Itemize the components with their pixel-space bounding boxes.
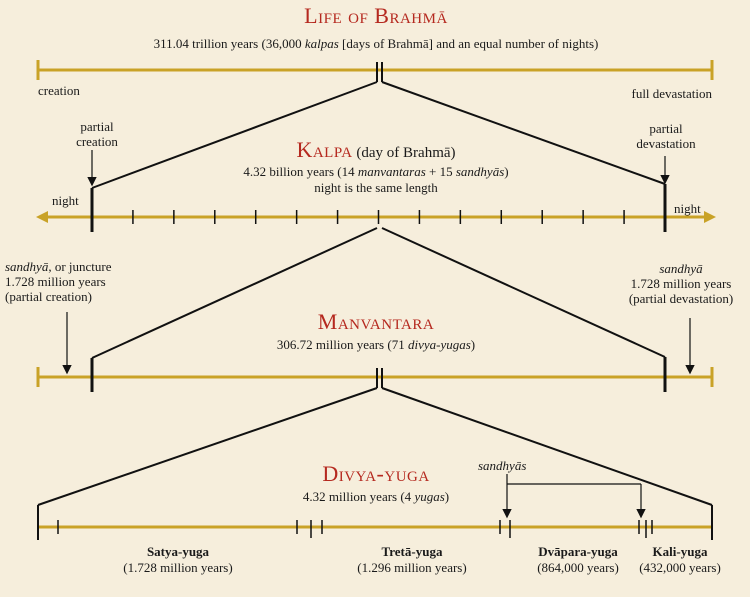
sandhyas-bracket xyxy=(502,474,646,519)
kalpa-title: Kalpa xyxy=(296,137,353,162)
satya-yuga-label: Satya-yuga (1.728 million years) xyxy=(123,544,233,575)
life-of-brahma-subtitle: 311.04 trillion years (36,000 kalpas [da… xyxy=(153,36,599,51)
manvantara-subtitle: 306.72 million years (71 divya-yugas) xyxy=(276,337,476,352)
divya-yuga-title: Divya-yuga xyxy=(322,461,430,486)
night-right-label: night xyxy=(674,201,701,216)
night-left-label: night xyxy=(52,193,79,208)
sandhya-right-note: sandhyā 1.728 million years (partial dev… xyxy=(628,261,734,306)
zoom-lines-manvantara xyxy=(91,227,666,359)
sandhya-left-note: sandhyā, or juncture 1.728 million years… xyxy=(5,259,112,304)
zoom-lines-kalpa xyxy=(91,81,666,189)
manvantara-title: Manvantara xyxy=(317,309,435,334)
manvantara-timeline xyxy=(36,357,714,392)
full-devastation-label: full devastation xyxy=(631,86,712,101)
kalpa-line1: 4.32 billion years (14 manvantaras + 15 … xyxy=(243,164,509,179)
divya-yuga-subtitle: 4.32 million years (4 yugas) xyxy=(302,489,450,504)
kalpa-line2: night is the same length xyxy=(314,180,438,195)
dvapara-yuga-label: Dvāpara-yuga (864,000 years) xyxy=(537,544,619,575)
divya-yuga-timeline xyxy=(37,505,713,540)
zoom-lines-divya-yuga xyxy=(37,387,713,506)
creation-label: creation xyxy=(38,83,80,98)
life-of-brahma-title: Life of Brahmā xyxy=(304,3,448,28)
kalpa-timeline xyxy=(36,184,716,232)
kalpa-title-suffix: (day of Brahmā) xyxy=(352,145,456,161)
sandhyas-label: sandhyās xyxy=(478,458,527,473)
life-timeline xyxy=(36,60,714,82)
kali-yuga-label: Kali-yuga (432,000 years) xyxy=(639,544,721,575)
treta-yuga-label: Tretā-yuga (1.296 million years) xyxy=(357,544,467,575)
kalpa-heading: Kalpa (day of Brahmā) xyxy=(296,137,455,163)
